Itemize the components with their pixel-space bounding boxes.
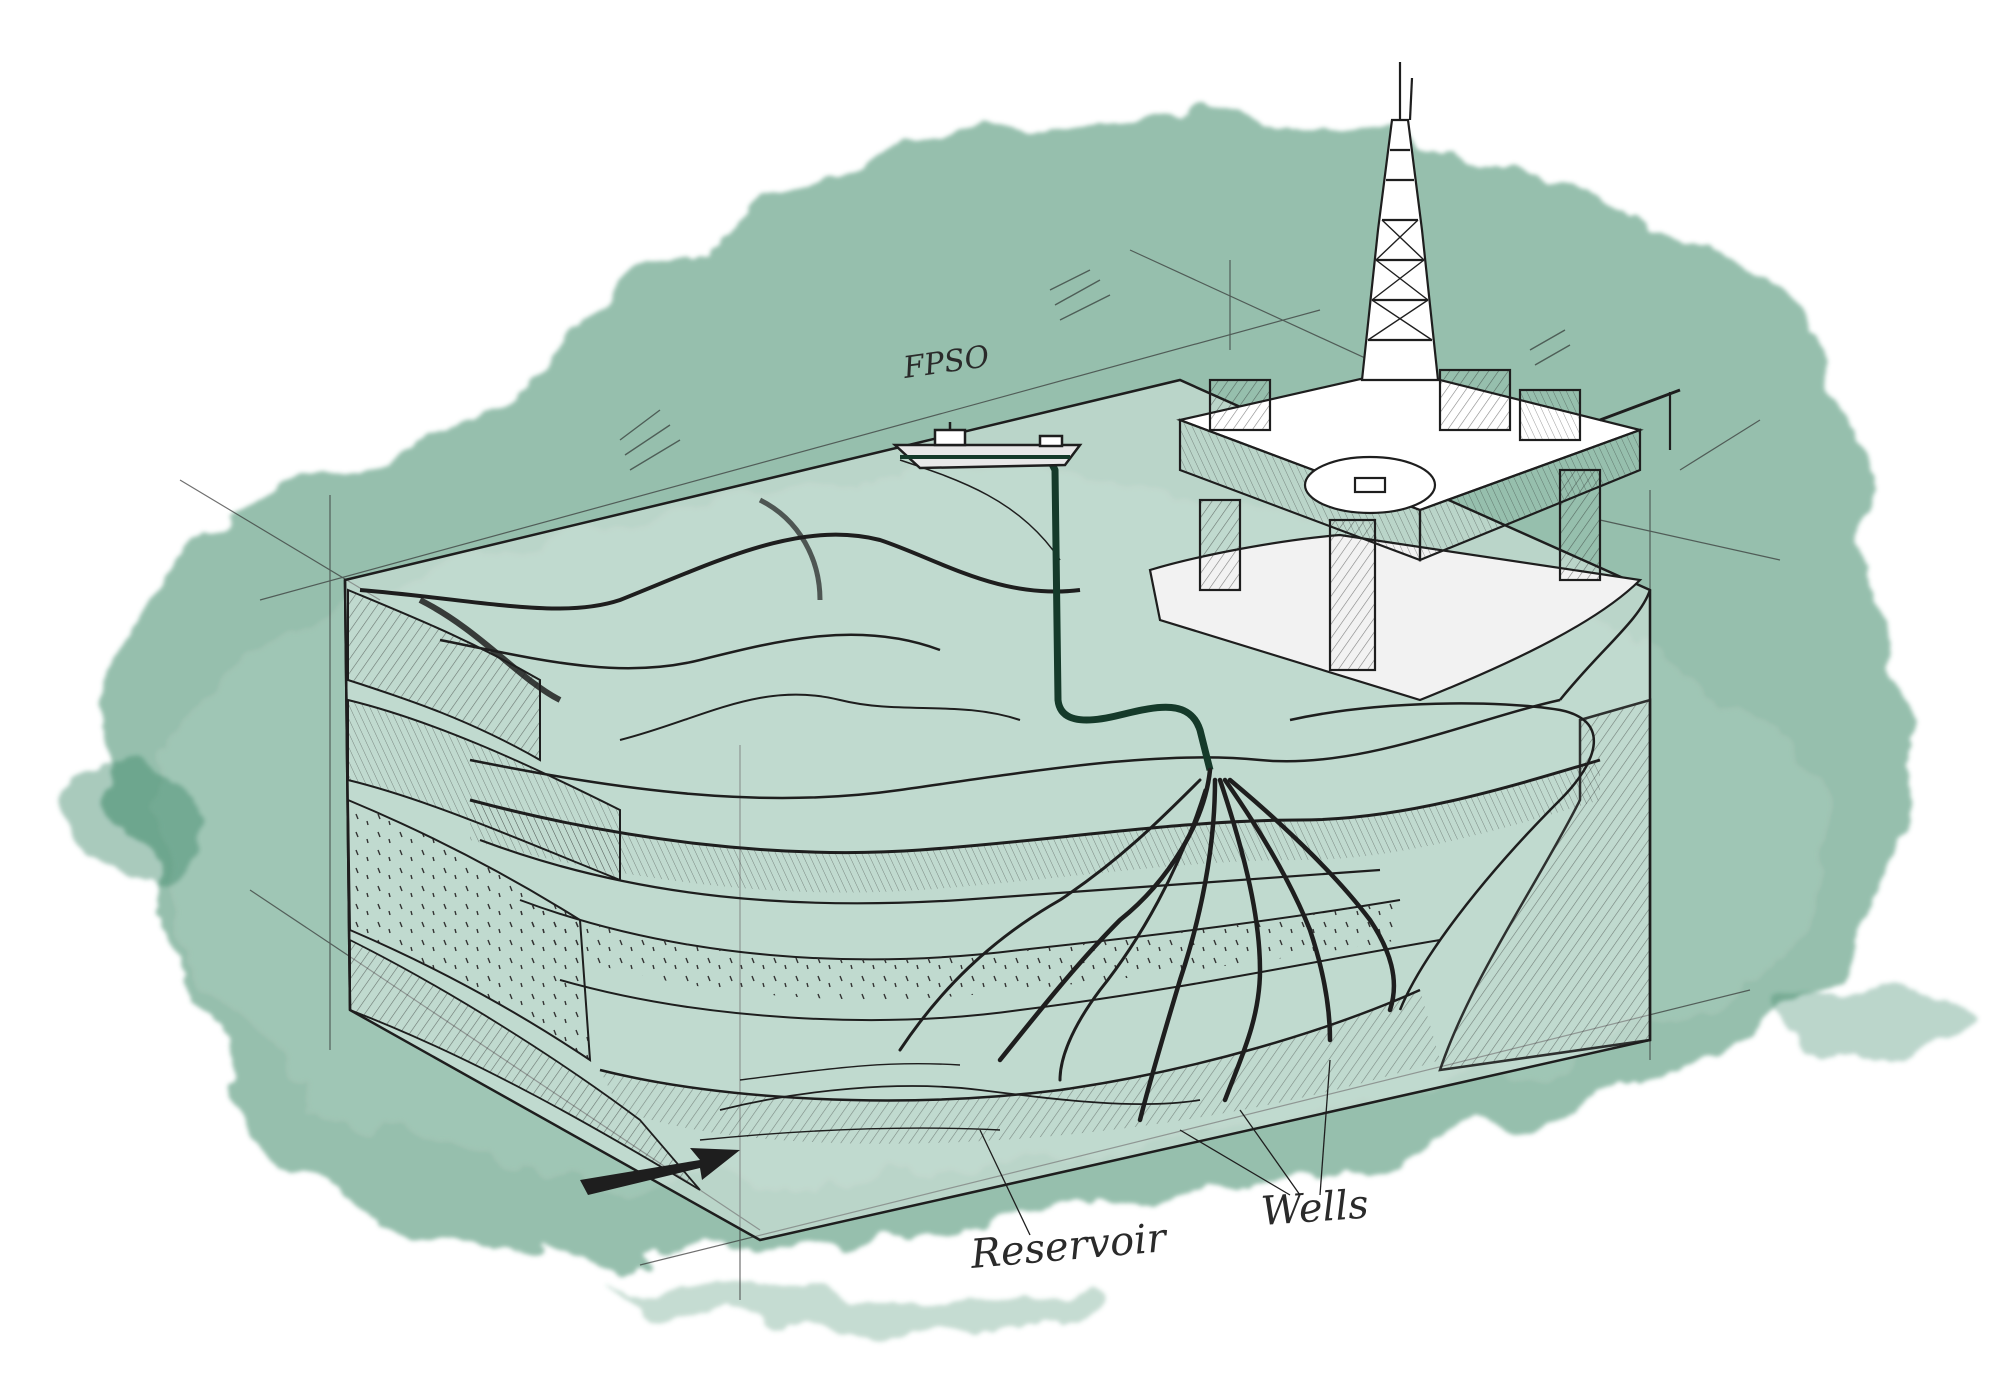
sea-surface	[359, 459, 1081, 741]
well-2	[1137, 777, 1218, 1123]
well-7	[1058, 788, 1207, 1082]
crater-edge	[1289, 589, 1652, 1072]
wells-label: Wells	[1259, 1182, 1370, 1235]
flow-arrow-icon	[580, 1148, 740, 1195]
well-3	[1217, 777, 1263, 1103]
reservoir-zone	[699, 1062, 1201, 1141]
well-5	[1227, 777, 1397, 1013]
semi-submersible-rig-icon	[1148, 62, 1681, 702]
well-1	[997, 767, 1213, 1063]
fpso-ship-icon	[891, 422, 1083, 470]
strata-front-face	[346, 588, 701, 1191]
well-6	[898, 778, 1202, 1052]
well-4	[1222, 777, 1333, 1043]
label-leader-lines	[979, 1059, 1331, 1236]
sketch-scribbles	[619, 269, 1571, 471]
riser-pipeline	[1046, 458, 1214, 771]
wells	[898, 767, 1397, 1123]
seabed-layers	[469, 698, 1601, 1102]
